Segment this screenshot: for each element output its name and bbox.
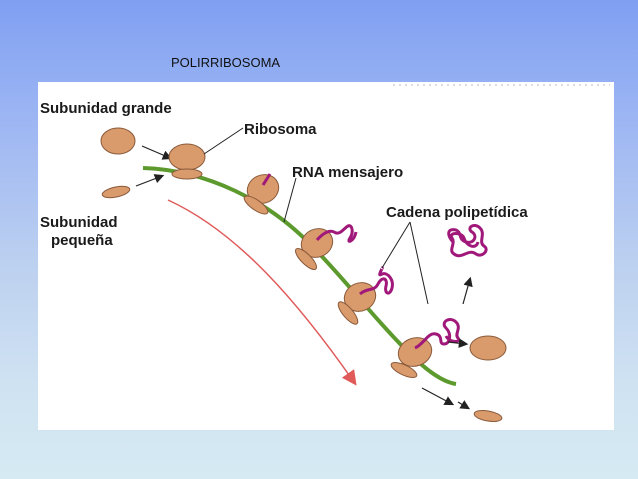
ribosome-1 [168, 143, 206, 180]
arrow-release-small-2 [457, 400, 471, 410]
arrow-release-small [421, 387, 455, 406]
label-ribosome: Ribosoma [244, 121, 317, 138]
polypeptide-3 [359, 266, 394, 296]
arrow-large-subunit [141, 145, 173, 160]
polypeptide-2 [315, 224, 358, 243]
label-mrna: RNA mensajero [292, 164, 403, 181]
leader-chain-2 [409, 221, 429, 305]
arrow-small-subunit [135, 174, 165, 187]
ribosome-5 [390, 318, 461, 378]
polypeptide-1 [261, 173, 272, 186]
label-small-subunit-1: Subunidad [40, 214, 118, 231]
arrow-polypeptide-release [462, 276, 473, 305]
label-large-subunit: Subunidad grande [40, 100, 172, 117]
arrow-release-large [447, 338, 469, 348]
polyribosome-diagram: Subunidad grande Ribosoma RNA mensajero … [40, 84, 610, 422]
slide-title: POLIRRIBOSOMA [171, 55, 281, 70]
free-large-subunit [100, 127, 136, 155]
leader-chain-1 [381, 221, 411, 269]
polyribosome-figure: Subunidad grande Ribosoma RNA mensajero … [38, 82, 614, 430]
ribosome-4 [337, 266, 394, 325]
mrna-strand [142, 166, 457, 386]
free-small-subunit [101, 185, 131, 199]
label-polypeptide-chain: Cadena polipetídica [386, 204, 528, 221]
label-small-subunit-2: pequeña [51, 232, 113, 249]
direction-arrow [167, 199, 357, 386]
leader-ribosome [203, 127, 244, 155]
leader-mrna [283, 177, 297, 223]
ribosome-3 [294, 224, 358, 271]
released-polypeptide [447, 224, 488, 258]
polypeptide-4 [414, 318, 461, 350]
released-small-subunit [473, 410, 503, 422]
released-large-subunit [469, 335, 507, 361]
ribosome-2 [243, 173, 280, 215]
